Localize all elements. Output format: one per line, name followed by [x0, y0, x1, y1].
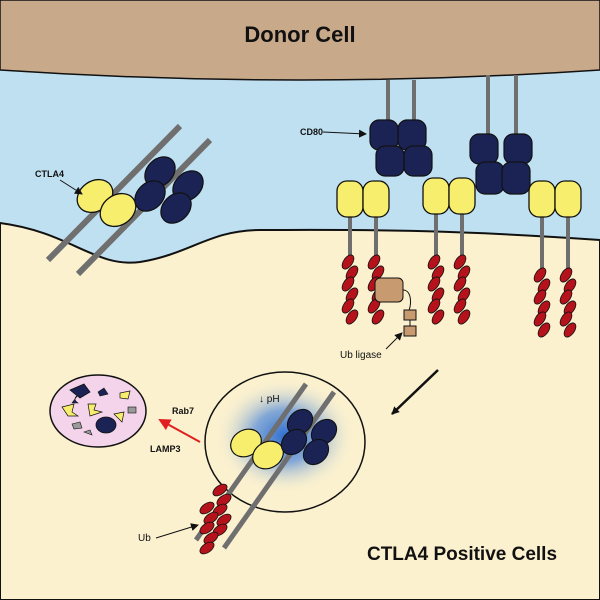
ub-label: Ub: [138, 533, 151, 544]
ctla4-positive-cells-title: CTLA4 Positive Cells: [367, 544, 557, 565]
cd80-molecule: [134, 180, 166, 212]
cd80-stalks: [386, 75, 518, 140]
ubiquitin: [427, 298, 441, 314]
ubiquitin: [203, 531, 219, 545]
cd80-molecule: [160, 192, 192, 224]
ctla4-molecule: [336, 180, 364, 218]
ctla4-molecule: [554, 180, 582, 218]
ubiquitin: [533, 311, 547, 327]
lysosome-fusion-arrow: [158, 419, 201, 443]
ubiquitin: [216, 513, 232, 527]
ubiquitin: [427, 276, 441, 292]
ubiquitin: [199, 521, 215, 535]
ctla4-molecule: [422, 177, 450, 215]
ctla4-molecule: [528, 180, 556, 218]
ubiquitin: [457, 309, 471, 325]
cd80-cluster-1: [369, 119, 433, 177]
endosome: [193, 371, 366, 550]
ctla4-molecule: [99, 192, 137, 228]
ubiquitin: [537, 322, 551, 338]
ubiquitin: [341, 254, 355, 270]
ctla4-label-arrow: [59, 179, 83, 195]
ubiquitin: [453, 254, 467, 270]
ubiquitin: [371, 309, 385, 325]
ubiquitin: [533, 289, 547, 305]
cd80-label-arrow: [322, 129, 367, 138]
ub-label-arrow: [155, 523, 199, 539]
ubiquitin: [431, 309, 445, 325]
donor-cell-title: Donor Cell: [244, 22, 355, 47]
ctla4-molecule: [448, 177, 476, 215]
ubiquitin: [427, 254, 441, 270]
cd80-label: CD80: [300, 127, 323, 137]
cd80-cluster-2: [469, 133, 533, 195]
ctla4-molecule: [362, 180, 390, 218]
ubiquitin: [559, 267, 573, 283]
ubiquitin: [199, 541, 215, 555]
ubiquitin: [367, 254, 381, 270]
ctla4-label: CTLA4: [35, 169, 64, 179]
ub-ligase: [374, 277, 417, 337]
ubiquitin: [216, 493, 232, 507]
ubiquitin: [212, 483, 228, 497]
ubiquitin: [559, 289, 573, 305]
lamp3-label: LAMP3: [150, 444, 181, 454]
membrane-ctla4-dimers: [336, 177, 582, 218]
internalization-arrow: [391, 369, 439, 415]
ubiquitin-chains: [341, 254, 577, 338]
ubiquitin: [559, 311, 573, 327]
lysosome: [49, 374, 147, 448]
ub-ligase-label: Ub ligase: [340, 350, 382, 361]
ph-label: ↓ pH: [259, 394, 280, 405]
ubiquitin: [203, 511, 219, 525]
free-ctla4-cd80-complex: [45, 123, 213, 277]
ubiquitin: [199, 501, 215, 515]
ubiquitin: [453, 298, 467, 314]
ubiquitin: [345, 309, 359, 325]
ub-ligase-label-arrow: [385, 332, 403, 350]
donor-cell-membrane: [0, 0, 600, 81]
ubiquitin: [453, 276, 467, 292]
endosome-ubiquitin: [199, 483, 232, 555]
ctla4-stalks: [348, 212, 570, 275]
ubiquitin: [341, 298, 355, 314]
ubiquitin: [563, 322, 577, 338]
rab7-label: Rab7: [172, 406, 194, 416]
ubiquitin: [341, 276, 355, 292]
ubiquitin: [533, 267, 547, 283]
